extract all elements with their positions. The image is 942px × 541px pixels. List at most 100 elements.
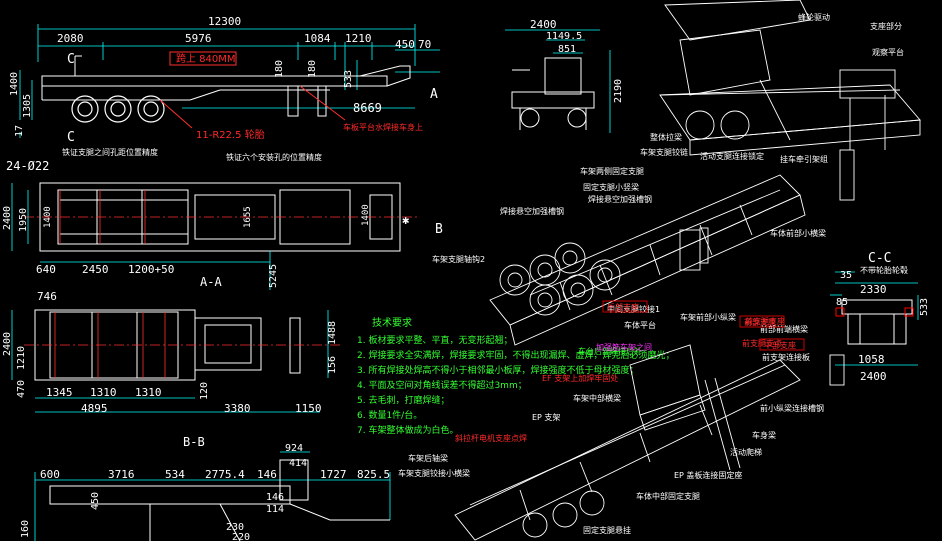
lower-h-160: 160 bbox=[20, 520, 31, 538]
tech-note-5: 5. 去毛刺，打磨焊缝； bbox=[357, 394, 449, 406]
top-h-1950: 1950 bbox=[18, 208, 29, 232]
callout-channel-2: 焊接悬空加强槽钢 bbox=[500, 206, 564, 216]
red-tags: 前部支座 中部支座 后部支座 bbox=[602, 300, 805, 351]
section-bb-label: B-B bbox=[183, 435, 205, 449]
cc-dim-35: 35 bbox=[840, 270, 852, 281]
callout-hinge: 车架支腿铰链 bbox=[640, 147, 688, 157]
end-dim-1149: 1149.5 bbox=[546, 31, 582, 42]
lower-dim-3716: 3716 bbox=[108, 468, 135, 481]
callout-leg-2: 车架支腿轴钩2 bbox=[432, 254, 485, 264]
top-star: ✱ bbox=[402, 213, 409, 227]
lower-dim-924: 924 bbox=[285, 443, 303, 454]
side-overall-length: 12300 bbox=[208, 15, 241, 28]
end-view: 2400 1149.5 851 2190 bbox=[505, 18, 624, 133]
tech-note-6: 6. 数量1件/台。 bbox=[357, 409, 422, 421]
callout-ep-cover: EP 盖板连接固定座 bbox=[674, 470, 742, 480]
cc-subtitle: 不带轮胎轮毂 bbox=[860, 265, 908, 275]
lower-dim-414: 414 bbox=[289, 458, 307, 469]
isometric-machine bbox=[659, 0, 921, 156]
top-dim-5245: 5245 bbox=[268, 264, 279, 288]
end-dim-851: 851 bbox=[558, 44, 576, 55]
platform-note-2: 车板平台水焊接车身上 bbox=[343, 122, 423, 132]
section-a-marker: A bbox=[430, 87, 438, 102]
callout-hinge-1: 中间支腿铰接1 bbox=[607, 304, 660, 314]
callout-ep-bracket: EP 支架 bbox=[532, 412, 560, 422]
callout-front-end-beam: 前部前端横梁 bbox=[760, 324, 808, 334]
callout-front-beam: 车体前部小横梁 bbox=[770, 228, 826, 238]
callout-side-legs: 车架两侧固定支腿 bbox=[580, 166, 644, 176]
side-seg-1: 2080 bbox=[57, 32, 84, 45]
lower-dim-1727: 1727 bbox=[320, 468, 347, 481]
lower-dim-600: 600 bbox=[40, 468, 60, 481]
end-height-2190: 2190 bbox=[613, 79, 624, 103]
section-c-top: C bbox=[67, 52, 75, 67]
top-view-a: 铁证支腿之间孔距位置精度 铁证六个安装孔的位置精度 24-Ø22 2400 bbox=[2, 147, 443, 290]
bottom-dim-1310a: 1310 bbox=[90, 386, 117, 399]
bottom-h-2400: 2400 bbox=[2, 332, 13, 356]
cc-dim-2400: 2400 bbox=[860, 370, 887, 383]
side-seg-2: 5976 bbox=[185, 32, 212, 45]
callout-front-rail: 车架前部小纵梁 bbox=[680, 312, 736, 322]
end-overall-width: 2400 bbox=[530, 18, 557, 31]
callout-platform: 观察平台 bbox=[872, 47, 904, 57]
section-b-marker: B bbox=[435, 222, 443, 237]
lower-mid-114: 114 bbox=[266, 504, 284, 515]
tech-note-1: 1. 板材要求平整、平直，无变形起翘； bbox=[357, 334, 512, 346]
cc-dim-533: 533 bbox=[919, 298, 930, 316]
red-tag-rear: 后部支座 bbox=[607, 302, 639, 312]
red-tag-mid: 中部支座 bbox=[764, 340, 796, 350]
top-mid-note: 铁证六个安装孔的位置精度 bbox=[226, 152, 322, 162]
top-left-note: 铁证支腿之间孔距位置精度 bbox=[62, 147, 158, 157]
cc-dim-85: 85 bbox=[836, 297, 848, 308]
bottom-h-470: 470 bbox=[16, 380, 27, 398]
top-dim-2450: 2450 bbox=[82, 263, 109, 276]
top-h-1400b: 1400 bbox=[361, 204, 371, 226]
side-h-1305: 1305 bbox=[22, 94, 33, 118]
bottom-view-b: 746 2400 470 1210 156 1488 1345 bbox=[2, 290, 340, 449]
wheel-note: 11-R22.5 轮胎 bbox=[196, 128, 265, 141]
cc-dim-2330: 2330 bbox=[860, 283, 887, 296]
callout-rear-axle: 车架后轴梁 bbox=[408, 453, 448, 463]
callout-body-beam: 车身梁 bbox=[752, 430, 776, 440]
section-c-bottom: C bbox=[67, 130, 75, 145]
lower-dim-825: 825.5 bbox=[357, 468, 390, 481]
callout-channel-1: 焊接悬空加强槽钢 bbox=[588, 194, 652, 204]
cc-dim-1058: 1058 bbox=[858, 353, 885, 366]
side-h-17: 17 bbox=[14, 125, 25, 137]
top-h-1655: 1655 bbox=[243, 206, 253, 228]
callout-ef-weld: EF 支架上加焊牢固处 bbox=[542, 373, 618, 383]
callout-rear-weld: 车台后部焊接后补 bbox=[578, 346, 642, 356]
callout-front-channel: 前小纵梁连接槽钢 bbox=[760, 403, 824, 413]
bottom-dim-746: 746 bbox=[37, 290, 57, 303]
callout-mid-fixed-leg: 车体中部固定支腿 bbox=[636, 491, 700, 501]
tech-notes: 技术要求 1. 板材要求平整、平直，无变形起翘； 2. 焊接要求全实满焊，焊接要… bbox=[357, 316, 674, 436]
cc-label: C-C bbox=[868, 251, 891, 266]
lower-angle-220: 220 bbox=[232, 532, 250, 541]
callout-platform-body: 车体平台 bbox=[624, 320, 656, 330]
section-cc: C-C 不带轮胎轮毂 35 2330 85 533 1058 2400 bbox=[830, 251, 930, 383]
tech-note-7: 7. 车架整体做成为白色。 bbox=[357, 424, 458, 436]
callout-support: 支座部分 bbox=[870, 21, 902, 31]
lower-dim-2775: 2775.4 bbox=[205, 468, 245, 481]
side-wheelbase: 8669 bbox=[353, 101, 382, 115]
callout-leg-small-beam: 车架支腿铰接小横梁 bbox=[398, 468, 470, 478]
callout-small-beam: 固定支腿小竖梁 bbox=[583, 182, 639, 192]
bottom-h-1488: 1488 bbox=[327, 321, 338, 345]
lower-mid-146: 146 bbox=[266, 492, 284, 503]
side-seg-4: 1210 bbox=[345, 32, 372, 45]
tech-notes-title: 技术要求 bbox=[372, 316, 412, 329]
lower-angle-230: 230 bbox=[226, 522, 244, 533]
side-h-1400: 1400 bbox=[9, 72, 20, 96]
bottom-h-1210: 1210 bbox=[16, 346, 27, 370]
callout-motor-seat: 斜拉杆电机支座点焊 bbox=[455, 433, 527, 443]
isometric-chassis-bottom bbox=[454, 344, 845, 541]
callout-front-plate: 前支架连接板 bbox=[762, 352, 810, 362]
callout-fixed-hanger: 固定支腿悬挂 bbox=[583, 525, 631, 535]
bottom-dim-1310b: 1310 bbox=[135, 386, 162, 399]
lower-view: 600 3716 534 2775.4 146 1727 825.5 924 4… bbox=[20, 443, 391, 541]
callout-ladder: 活动爬梯 bbox=[730, 447, 762, 457]
top-dim-1200: 1200+50 bbox=[128, 263, 174, 276]
section-aa-label: A-A bbox=[200, 275, 222, 289]
